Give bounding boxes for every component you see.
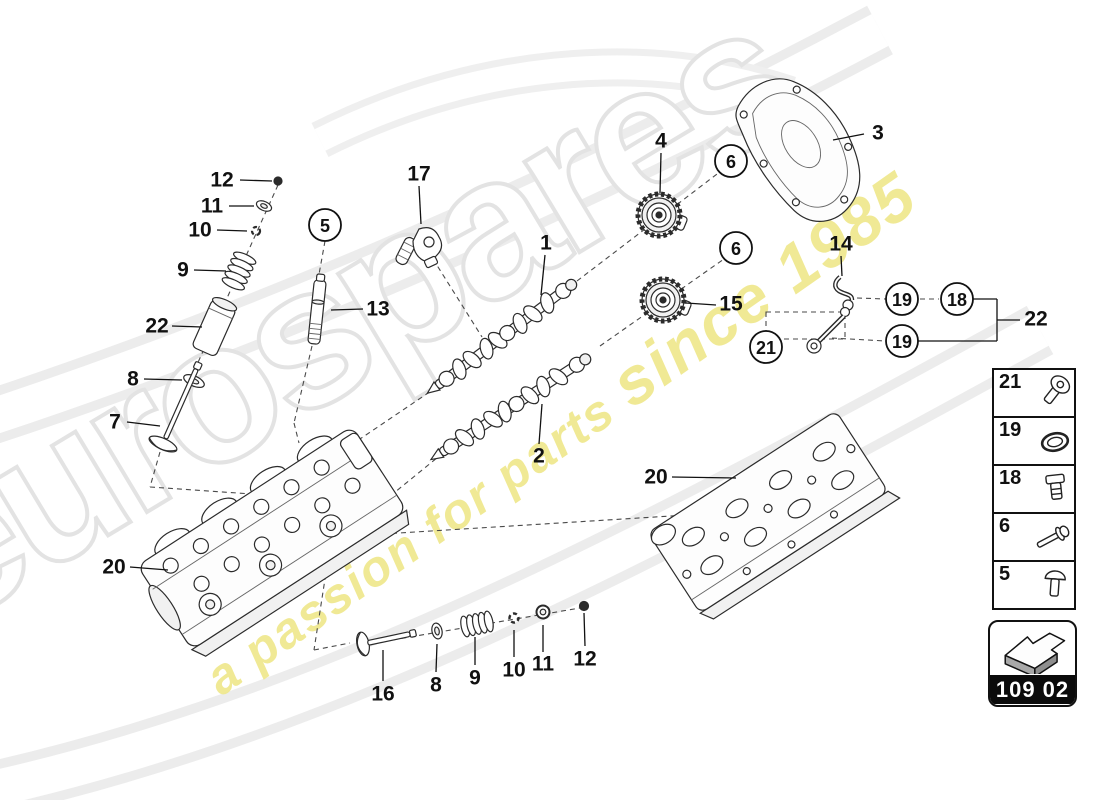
svg-text:6: 6 xyxy=(731,239,741,259)
part-22-valve-tappet xyxy=(192,296,238,357)
callout-8-bottom[interactable]: 8 xyxy=(430,674,442,697)
svg-text:5: 5 xyxy=(320,216,330,236)
callout-15[interactable]: 15 xyxy=(719,293,743,316)
legend-number: 18 xyxy=(999,467,1022,489)
callout-9-top[interactable]: 9 xyxy=(177,259,189,282)
callout-circle-19-top[interactable]: 19 xyxy=(885,282,919,316)
callout-circle-6-top[interactable]: 6 xyxy=(714,144,748,178)
category-arrow-icon xyxy=(990,622,1075,675)
callout-14[interactable]: 14 xyxy=(829,233,853,256)
hex-bolt-icon xyxy=(1036,525,1070,548)
part-16-valve xyxy=(356,629,417,657)
part-11-valve-keeper xyxy=(255,200,273,212)
page-code-box: 109 02 xyxy=(988,620,1077,707)
o-ring-icon xyxy=(1040,431,1070,453)
cam-gear-4-drawing xyxy=(635,191,688,239)
callout-lines xyxy=(126,133,1020,681)
callout-1[interactable]: 1 xyxy=(540,232,552,255)
callout-20-right[interactable]: 20 xyxy=(644,466,667,489)
callout-12-bottom[interactable]: 12 xyxy=(573,648,596,671)
part-9b-valve-spring xyxy=(460,610,494,638)
callout-10-top[interactable]: 10 xyxy=(188,219,211,242)
callout-3[interactable]: 3 xyxy=(872,122,884,145)
svg-text:19: 19 xyxy=(892,290,912,310)
timing-cover-3-drawing xyxy=(735,78,861,222)
svg-text:18: 18 xyxy=(947,290,967,310)
round-head-screw-icon xyxy=(1043,375,1071,405)
callout-22-right[interactable]: 22 xyxy=(1024,308,1047,331)
svg-text:21: 21 xyxy=(756,338,776,358)
callout-20-left[interactable]: 20 xyxy=(102,556,125,579)
callout-8-top[interactable]: 8 xyxy=(127,368,139,391)
legend-row-5: 5 xyxy=(994,562,1074,608)
svg-text:19: 19 xyxy=(892,332,912,352)
part-13-stud xyxy=(307,273,327,345)
legend-row-18: 18 xyxy=(994,466,1074,514)
callout-12-top[interactable]: 12 xyxy=(210,169,233,192)
part-10b-valve-cotter xyxy=(508,612,520,624)
part-14-tensioner-drawing xyxy=(806,275,855,354)
callout-circle-6-mid[interactable]: 6 xyxy=(719,231,753,265)
legend-number: 5 xyxy=(999,563,1011,585)
callout-circle-21[interactable]: 21 xyxy=(749,330,783,364)
cylinder-head-left-drawing xyxy=(140,429,410,657)
part-7-valve xyxy=(148,361,203,453)
callout-10-bottom[interactable]: 10 xyxy=(502,659,525,682)
part-12-valve-cotter-dot xyxy=(273,176,283,186)
part-9-valve-spring xyxy=(221,251,257,291)
legend-number: 19 xyxy=(999,419,1022,441)
part-11b-valve-keeper xyxy=(535,604,551,620)
callout-circle-18[interactable]: 18 xyxy=(940,282,974,316)
callout-9-bottom[interactable]: 9 xyxy=(469,667,481,690)
camshaft-2-drawing xyxy=(429,353,592,461)
part-10-valve-cotter xyxy=(250,225,262,237)
callout-11-top[interactable]: 11 xyxy=(201,195,224,218)
callout-13[interactable]: 13 xyxy=(366,298,389,321)
callout-2[interactable]: 2 xyxy=(533,445,545,468)
part-12b-valve-cotter-dot xyxy=(578,600,590,612)
callout-22-left[interactable]: 22 xyxy=(145,315,168,338)
page-code: 109 02 xyxy=(990,675,1075,704)
callout-7[interactable]: 7 xyxy=(109,411,121,434)
callout-17[interactable]: 17 xyxy=(407,163,430,186)
callout-16[interactable]: 16 xyxy=(371,683,394,706)
callout-4[interactable]: 4 xyxy=(655,130,667,153)
legend-number: 21 xyxy=(999,371,1022,393)
cam-gear-15-drawing xyxy=(639,276,692,324)
part-8b-spring-seat xyxy=(431,622,443,640)
callout-circle-5[interactable]: 5 xyxy=(308,208,342,242)
pan-head-screw-icon xyxy=(1044,570,1066,597)
cylinder-head-right-drawing xyxy=(650,413,901,620)
part-17-rocker-arm xyxy=(395,227,443,269)
legend-row-6: 6 xyxy=(994,514,1074,562)
legend-row-19: 19 xyxy=(994,418,1074,466)
legend-row-21: 21 xyxy=(994,370,1074,418)
sealing-plug-icon xyxy=(1045,473,1065,500)
camshaft-1-drawing xyxy=(426,278,578,395)
callout-circle-19-bottom[interactable]: 19 xyxy=(885,324,919,358)
legend-table: 21 19 18 xyxy=(992,368,1076,610)
callout-11-bottom[interactable]: 11 xyxy=(532,653,555,676)
svg-text:6: 6 xyxy=(726,152,736,172)
legend-number: 6 xyxy=(999,515,1011,537)
